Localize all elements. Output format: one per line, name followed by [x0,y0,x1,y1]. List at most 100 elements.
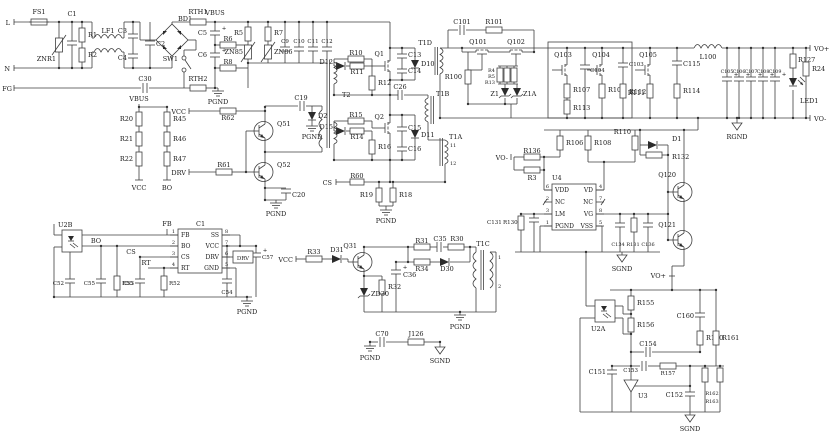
svg-text:8: 8 [599,208,602,214]
component-Z1A: Z1A [510,88,537,99]
svg-text:VBUS: VBUS [204,9,224,17]
svg-text:3: 3 [546,208,549,214]
svg-text:R34: R34 [415,265,428,273]
component-R22: R22 [120,151,143,167]
svg-text:PGND: PGND [302,133,322,141]
component-C15: C15 [397,124,421,132]
component-D11: D11 [411,130,434,139]
component-Q121: Q121 [658,221,693,250]
svg-text:C15: C15 [408,124,421,132]
svg-text:VBUS: VBUS [128,95,148,103]
svg-text:NC: NC [583,199,593,206]
component-C36: +C36 [391,265,416,279]
component-R132: R132 [645,151,689,161]
svg-text:7: 7 [225,240,228,246]
component-C52: C52 [53,278,75,287]
component-L100: L100 [693,44,723,61]
svg-text:2: 2 [172,240,175,246]
svg-text:R162: R162 [705,391,718,397]
svg-text:Q31: Q31 [343,242,357,250]
svg-text:DRV: DRV [171,169,186,177]
component-GND3: PGND [266,202,286,218]
component-R136: R136 [523,147,541,161]
component-Q1: Q1 [375,50,391,76]
svg-text:Q121: Q121 [658,221,676,229]
component-C151: C151 [589,368,617,376]
svg-text:PGND: PGND [208,98,228,106]
svg-text:LM: LM [555,211,565,218]
svg-text:R61: R61 [217,161,230,169]
svg-text:C36: C36 [403,271,416,279]
svg-text:Q103: Q103 [554,51,572,59]
component-C12: C12 [321,39,333,52]
component-R31: R31 [413,237,431,251]
component-R161: R161 [712,330,739,346]
svg-text:R62: R62 [221,114,234,122]
svg-text:RTH2: RTH2 [189,75,208,83]
component-D31: D31 [330,246,344,263]
component-C54: C54 [221,278,233,296]
svg-text:LF1: LF1 [102,27,115,35]
component-BD1: BD1 [155,15,192,57]
component-SG1: SGND [612,254,633,273]
svg-text:+: + [758,72,763,78]
component-Q101: Q101 [469,38,494,62]
svg-text:VCC: VCC [204,243,219,250]
svg-text:BO: BO [91,237,101,245]
svg-text:Q120: Q120 [658,171,676,179]
component-C6: +C6 [198,48,227,59]
component-C30: C30 [138,75,152,93]
svg-text:SGND: SGND [680,425,701,433]
svg-text:Q105: Q105 [639,51,657,59]
svg-text:D1: D1 [672,135,681,143]
component-T1Ac [444,139,449,165]
svg-text:T1A: T1A [449,133,462,141]
component-T1Ccore [480,250,484,290]
svg-text:RGND: RGND [727,133,748,141]
svg-text:SGND: SGND [612,265,633,273]
component-C4: C4 [118,53,138,62]
component-C2: C2 [145,40,165,48]
svg-text:PGND: PGND [555,223,574,230]
svg-text:C103: C103 [629,62,644,68]
svg-text:D30: D30 [440,265,453,273]
svg-text:+: + [746,72,751,78]
svg-text:R47: R47 [173,155,186,163]
component-D10: D10 [411,60,434,69]
svg-text:R113: R113 [573,104,590,112]
component-RTH1: RTH1 [189,8,207,26]
component-C106: +C106 [733,69,751,82]
component-T1Bcore [430,96,434,124]
component-U3: U3 [623,379,648,400]
svg-text:3: 3 [172,251,175,257]
svg-text:Q101: Q101 [469,38,487,46]
component-C108: +C108 [757,69,775,82]
svg-text:CS: CS [126,248,135,256]
component-R47: R47 [163,151,186,167]
svg-text:4: 4 [599,184,602,190]
component-R18: R18 [389,187,412,203]
component-R162: R162 [701,367,719,397]
svg-text:R20: R20 [120,115,133,123]
component-U2B: U2B [58,221,83,253]
component-C160: C160 [677,312,705,320]
svg-text:C14: C14 [408,67,421,75]
component-C9: C9 [280,39,290,52]
svg-text:R100: R100 [445,73,462,81]
component-R5b: R5 [488,67,511,83]
component-R130: R130 [503,215,525,231]
svg-text:D12: D12 [320,58,333,66]
svg-text:R5: R5 [234,29,243,37]
component-R15: R15 [347,111,365,125]
component-ZN86: ZN86 [260,41,292,63]
component-RTH2: RTH2 [189,75,208,92]
component-R34: R34 [413,258,431,273]
svg-text:R107: R107 [573,86,590,94]
component-R21: R21 [120,131,143,147]
component-R109: R109 [598,83,625,99]
svg-text:C6: C6 [198,51,207,59]
svg-text:R8: R8 [223,58,232,66]
component-C3: C3 [118,27,138,39]
component-R112: R112 [619,83,646,99]
